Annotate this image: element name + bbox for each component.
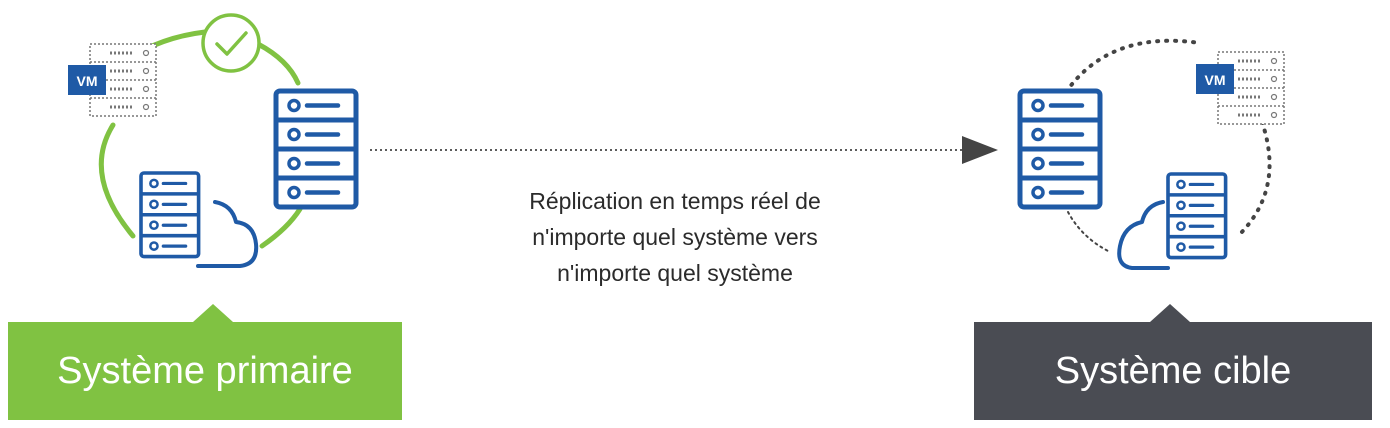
cloud-icon xyxy=(196,200,259,268)
server-icon xyxy=(1020,91,1100,207)
target-cycle-arc-right xyxy=(1236,120,1272,238)
primary-cycle-arc-bottom xyxy=(259,206,303,249)
primary-system-group: VM xyxy=(68,13,356,268)
target-cycle-arc-left xyxy=(1067,211,1111,253)
primary-system-label-text: Système primaire xyxy=(57,349,353,392)
replication-arrow xyxy=(370,136,998,164)
target-cycle-arc-top xyxy=(1064,38,1202,94)
vm-label: VM xyxy=(77,73,98,89)
vm-icon: VM xyxy=(68,65,106,95)
check-icon xyxy=(201,13,261,73)
caption-line-2: n'importe quel système vers xyxy=(532,224,818,250)
replication-caption: Réplication en temps réel de n'importe q… xyxy=(440,183,910,291)
primary-system-label: Système primaire xyxy=(8,304,402,420)
primary-cycle-arc-right xyxy=(255,41,301,86)
vm-label: VM xyxy=(1205,72,1226,88)
caption-line-3: n'importe quel système xyxy=(557,260,793,286)
vm-icon: VM xyxy=(1196,64,1234,94)
target-system-group: VM xyxy=(1020,38,1286,270)
server-icon xyxy=(1166,172,1228,260)
target-system-label: Système cible xyxy=(974,304,1372,420)
arrow-head-icon xyxy=(962,136,998,164)
caption-line-1: Réplication en temps réel de xyxy=(529,188,821,214)
server-icon xyxy=(276,91,356,207)
cloud-icon xyxy=(1117,200,1170,270)
server-icon xyxy=(139,171,201,259)
primary-cycle-arc-left xyxy=(98,122,136,239)
target-system-label-text: Système cible xyxy=(1054,349,1292,392)
